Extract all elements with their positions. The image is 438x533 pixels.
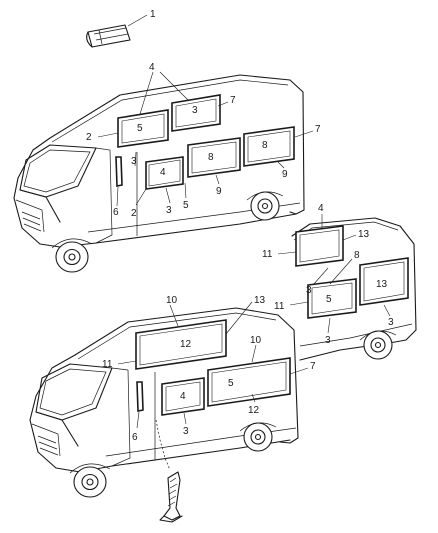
callout-3-bottom: 3 [183,426,189,437]
callout-13-bottom: 13 [254,295,266,306]
callout-1: 1 [150,9,156,20]
callout-4-top: 4 [149,62,155,73]
callout-13-mid-upper: 13 [358,229,370,240]
callout-11-mid-upper: 11 [262,249,273,260]
callout-5-top-lower: 5 [183,200,189,211]
callout-3-mid-upper: 3 [306,285,312,296]
callout-8-top-right: 8 [262,140,268,151]
callout-7-top-upper: 7 [230,95,236,106]
callout-8-mid: 8 [354,250,360,261]
callout-3-top-lower: 3 [166,205,172,216]
callout-4-bottom: 4 [180,391,186,402]
callout-4-mid: 4 [318,203,324,214]
callout-5-mid: 5 [326,294,332,305]
trim-strip-detail [155,419,183,523]
callout-3-top-upper: 3 [192,105,198,116]
van-bottom: 10 13 12 11 10 7 4 5 12 3 6 [29,295,316,498]
callout-12-bottom-upper: 12 [180,339,192,350]
van-top: 4 5 3 7 2 7 3 4 8 8 6 2 3 5 9 9 [13,62,321,273]
callout-4-top-lower: 4 [160,167,166,178]
callout-8-top-left: 8 [208,152,214,163]
callout-5-top: 5 [137,123,143,134]
callout-7-top-lower: 7 [315,124,321,135]
part-1-seal-clip: 1 [86,9,156,48]
callout-3-top-mid: 3 [131,156,137,167]
callout-10-bottom-lower: 10 [250,335,262,346]
callout-2-top-lower: 2 [131,208,137,219]
callout-7-bottom: 7 [310,361,316,372]
callout-11-bottom: 11 [102,359,113,370]
callout-9-top-right: 9 [282,169,288,180]
callout-5-bottom: 5 [228,378,234,389]
van-middle-rear: 4 13 11 8 3 11 5 13 3 3 [262,203,417,361]
callout-10-bottom-upper: 10 [166,295,178,306]
callout-13-mid-lower: 13 [376,279,388,290]
callout-2-top-upper: 2 [86,132,92,143]
callout-6-bottom: 6 [132,432,138,443]
callout-3-mid-lower: 3 [325,335,331,346]
callout-3-mid-right: 3 [388,317,394,328]
callout-9-top-left: 9 [216,186,222,197]
callout-6-top: 6 [113,207,119,218]
callout-11-mid-lower: 11 [274,301,285,312]
callout-12-bottom-lower: 12 [248,405,260,416]
